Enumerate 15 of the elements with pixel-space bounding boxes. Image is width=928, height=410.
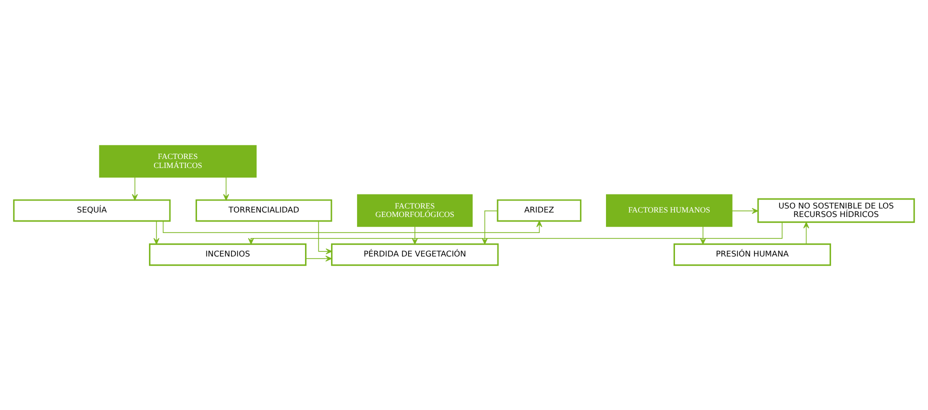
arrow [803, 222, 810, 244]
arrow [132, 176, 138, 200]
arrow [223, 176, 230, 200]
arrow [700, 225, 706, 244]
arrow [306, 255, 332, 262]
arrow [248, 221, 783, 244]
arrow [731, 207, 758, 214]
node-box: FACTORES GEOMORFOLÓGICOS [357, 194, 473, 226]
arrow [318, 220, 332, 254]
node-box: FACTORES CLIMÁTICOS [99, 144, 257, 178]
node-box: FACTORES HUMANOS [606, 194, 732, 226]
arrow [153, 220, 160, 244]
arrow [482, 210, 498, 244]
arrow [412, 225, 418, 244]
arrow [162, 220, 542, 232]
